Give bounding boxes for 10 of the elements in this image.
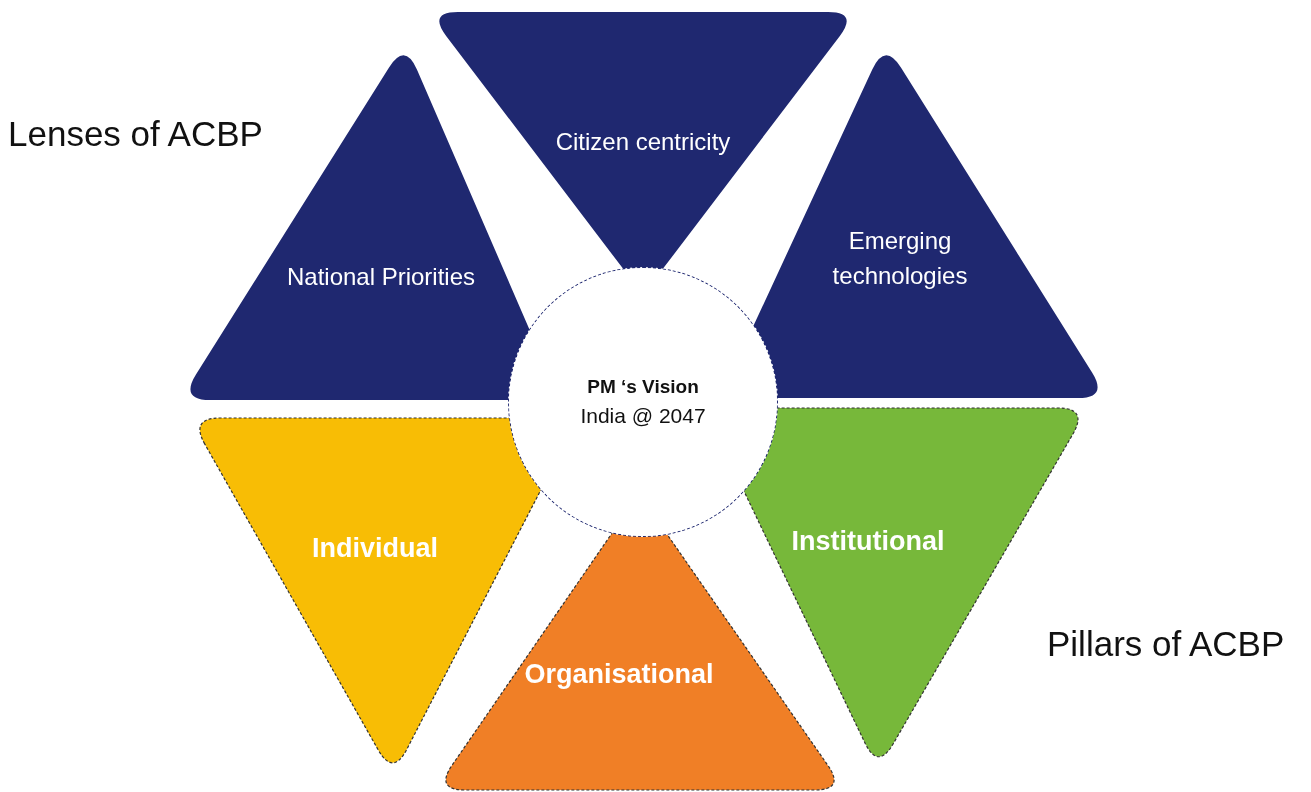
segment-label: Individual	[311, 532, 439, 566]
segment-label: National Priorities	[285, 261, 477, 292]
group-label: Pillars of ACBP	[1047, 624, 1285, 664]
segment-label: Emerging technologies	[831, 226, 969, 291]
segment-label: Organisational	[523, 658, 715, 692]
circle-text: India @ 2047	[580, 402, 706, 429]
circle-heading: PM ‘s Vision	[587, 375, 699, 399]
segment-label: Citizen centricity	[554, 126, 732, 157]
group-label: Lenses of ACBP	[8, 114, 263, 154]
segment-label: Institutional	[790, 525, 946, 559]
